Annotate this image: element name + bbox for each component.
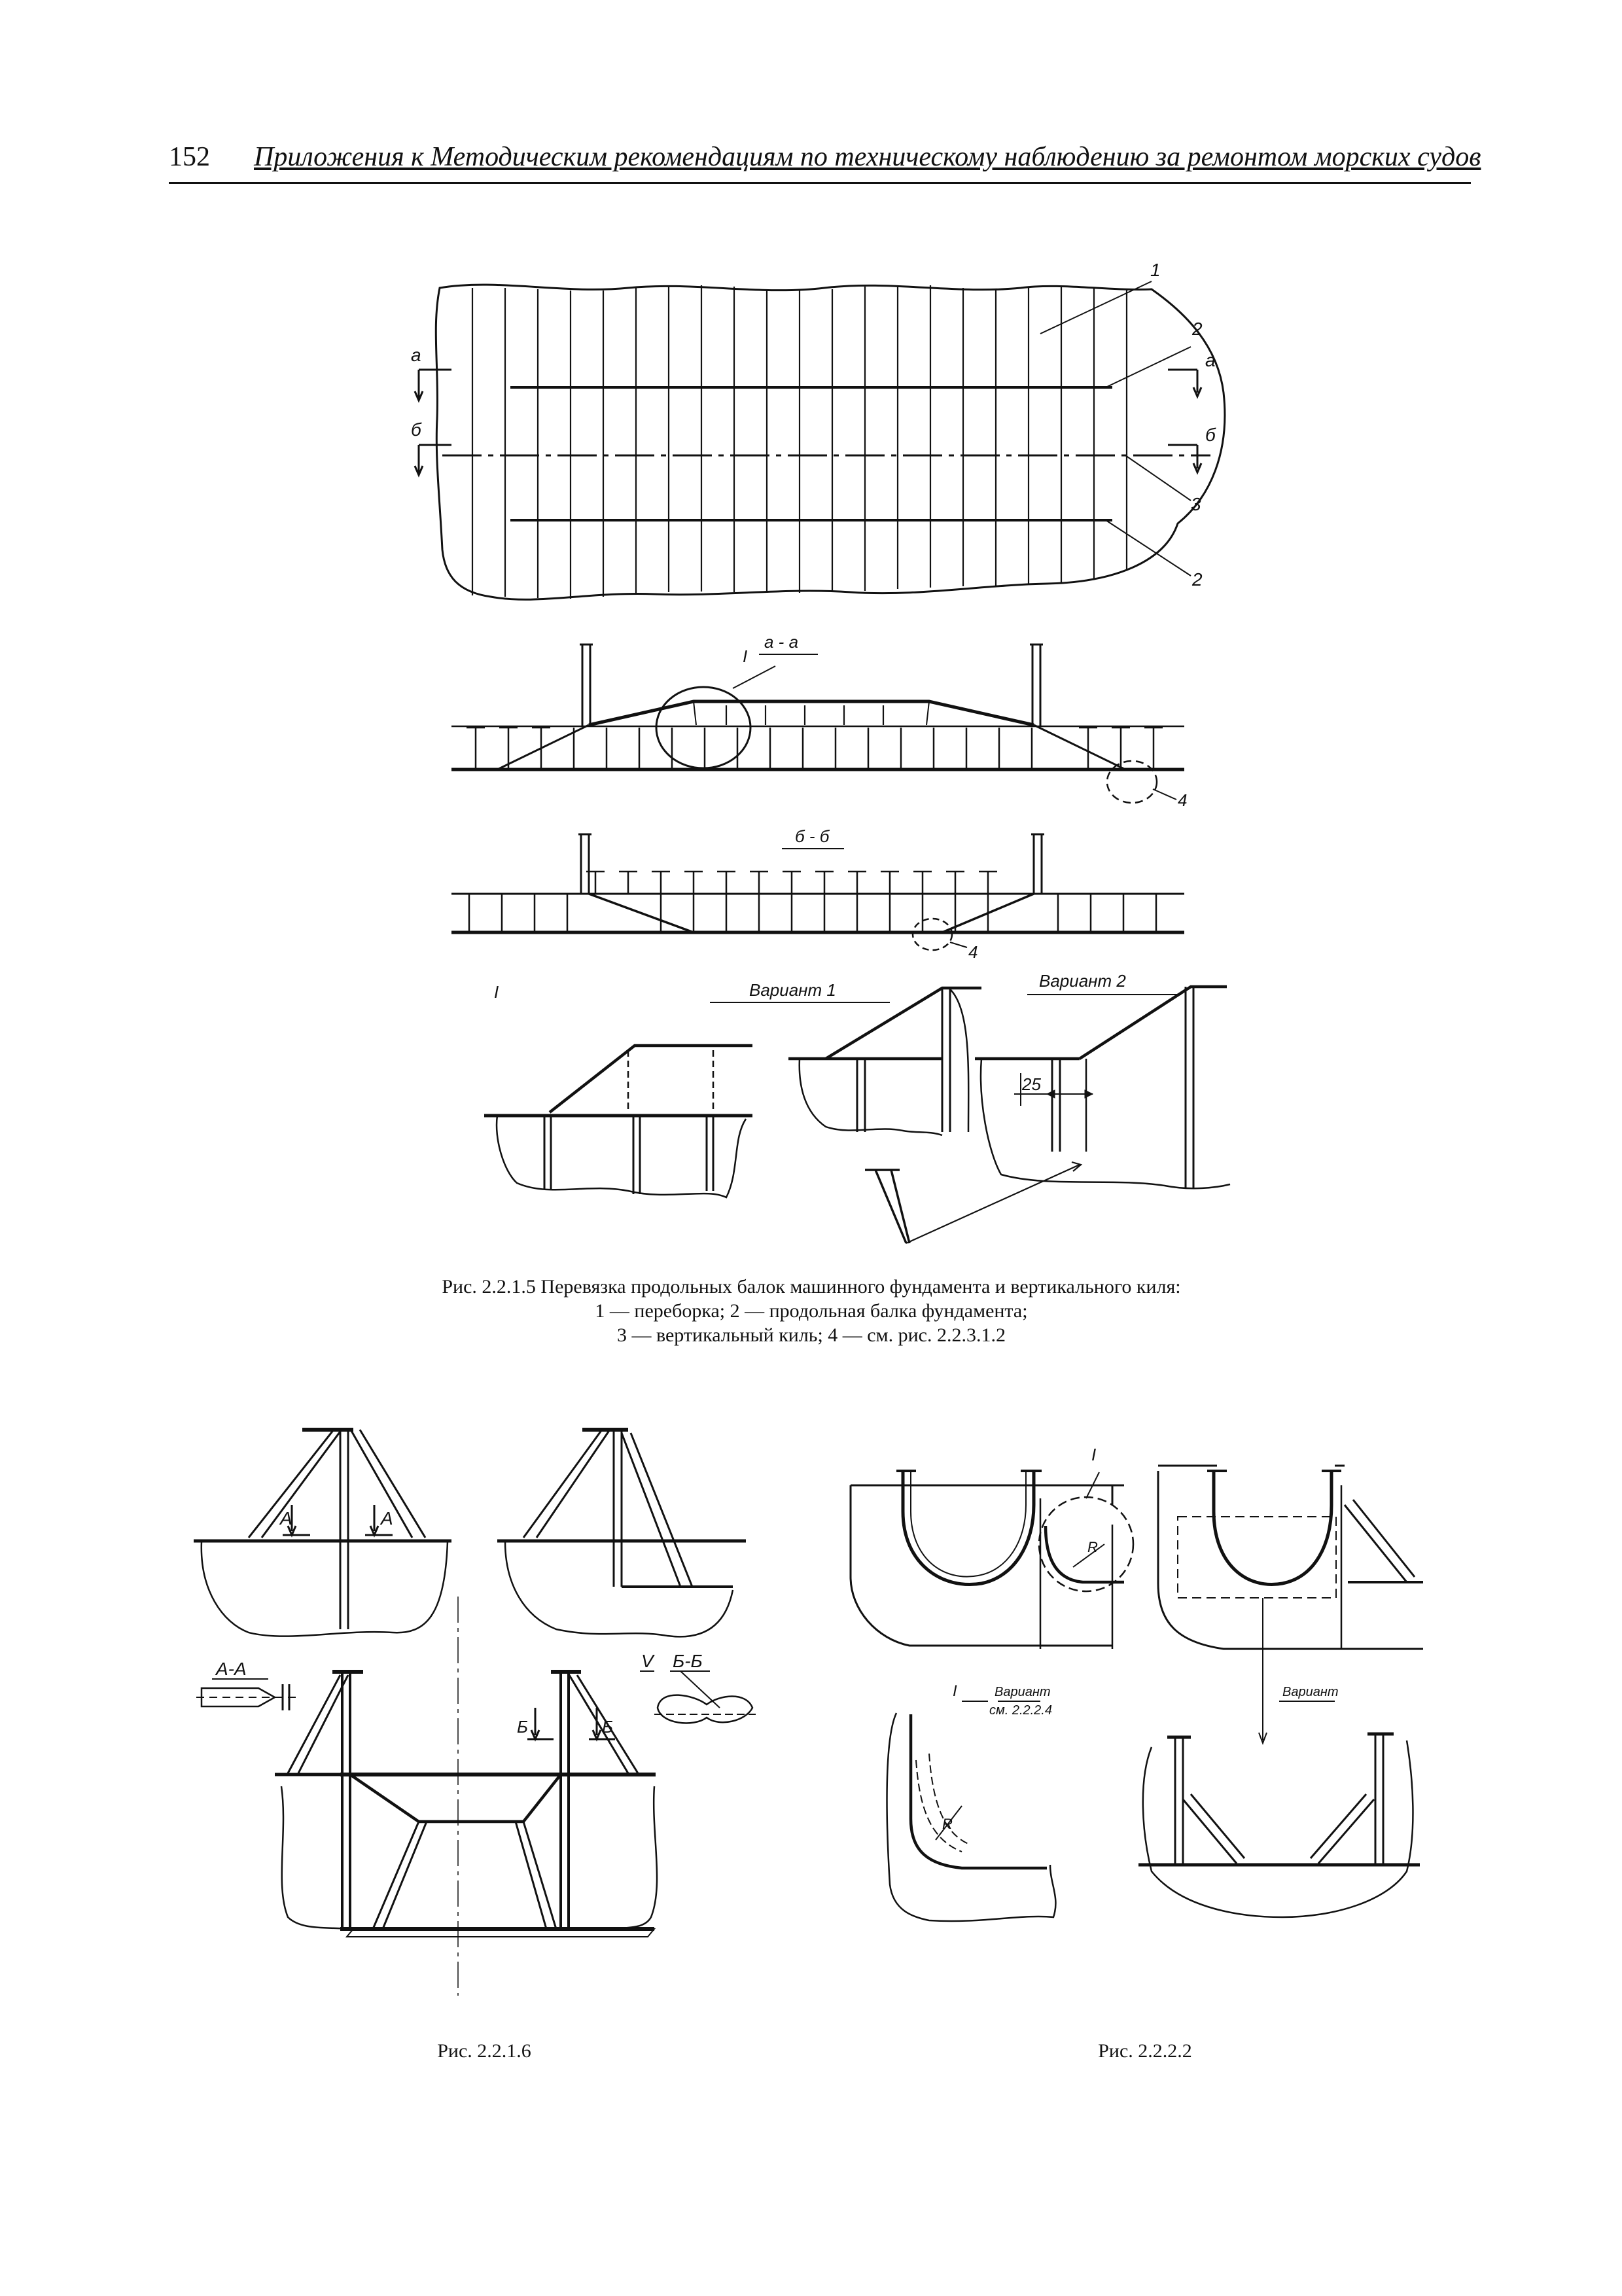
fig7-label-variant-left: Вариант bbox=[995, 1685, 1051, 1699]
section-bb-label: б - б bbox=[795, 826, 830, 846]
section-bb-drawing bbox=[451, 833, 1184, 951]
page-header: 152 Приложения к Методическим рекомендац… bbox=[169, 141, 1481, 184]
section-mark-b-right: б bbox=[1205, 425, 1216, 445]
dimension-25: 25 bbox=[1021, 1074, 1041, 1094]
detail-marker-I: I bbox=[743, 646, 747, 666]
label-1: 1 bbox=[1150, 260, 1161, 280]
page-number: 152 bbox=[169, 142, 210, 172]
fig-2216-drawing bbox=[194, 1428, 756, 1996]
label-2-top: 2 bbox=[1191, 319, 1203, 339]
fig7-label-variant-right: Вариант bbox=[1282, 1685, 1339, 1699]
fig6-label-A-right: A bbox=[379, 1508, 393, 1528]
detail-I-drawing bbox=[484, 1044, 752, 1199]
fig6-label-B-left: Б bbox=[517, 1717, 528, 1737]
fig7-label-R-top: R bbox=[1087, 1539, 1098, 1555]
figure-caption-2222: Рис. 2.2.2.2 bbox=[1098, 2040, 1192, 2062]
figure-caption-2216: Рис. 2.2.1.6 bbox=[437, 2040, 531, 2062]
section-aa-drawing bbox=[451, 643, 1184, 804]
section-mark-b-left: б bbox=[411, 419, 422, 440]
section-mark-a-right: а bbox=[1205, 350, 1216, 370]
fig6-section-BB: Б-Б bbox=[673, 1651, 703, 1671]
variant-1-label: Вариант 1 bbox=[749, 980, 836, 1000]
variant-2-label: Вариант 2 bbox=[1039, 971, 1126, 991]
label-4-lower: 4 bbox=[968, 942, 978, 962]
fig7-label-I-detail: I bbox=[953, 1682, 957, 1700]
running-title: Приложения к Методическим рекомендациям … bbox=[254, 142, 1481, 172]
caption-line-1: Рис. 2.2.1.5 Перевязка продольных балок … bbox=[442, 1276, 1181, 1298]
fig6-label-A-left: A bbox=[279, 1508, 292, 1528]
detail-I-title: I bbox=[494, 982, 499, 1002]
section-aa-label: а - а bbox=[764, 632, 798, 652]
fig7-label-R-bottom: R bbox=[942, 1816, 953, 1832]
fig7-label-I: I bbox=[1091, 1445, 1096, 1464]
label-4-upper: 4 bbox=[1178, 790, 1187, 810]
label-3: 3 bbox=[1191, 494, 1201, 514]
fig6-section-AA: А-А bbox=[215, 1659, 247, 1679]
fig6-label-B-right: Б bbox=[602, 1717, 613, 1737]
caption-line-2: 1 — переборка; 2 — продольная балка фунд… bbox=[595, 1300, 1028, 1322]
label-2-bottom: 2 bbox=[1191, 569, 1203, 590]
section-mark-a-left: а bbox=[411, 345, 421, 365]
variant-2-drawing bbox=[865, 985, 1231, 1245]
fig-2222-drawing bbox=[849, 1464, 1423, 1922]
plan-view bbox=[414, 281, 1226, 601]
fig6-label-V: V bbox=[641, 1651, 655, 1671]
caption-line-3: 3 — вертикальный киль; 4 — см. рис. 2.2.… bbox=[617, 1324, 1006, 1346]
fig7-label-reference: см. 2.2.2.4 bbox=[989, 1703, 1052, 1718]
variant-1-drawing bbox=[710, 986, 981, 1137]
figure-caption-2215: Рис. 2.2.1.5 Перевязка продольных балок … bbox=[288, 1275, 1335, 1347]
